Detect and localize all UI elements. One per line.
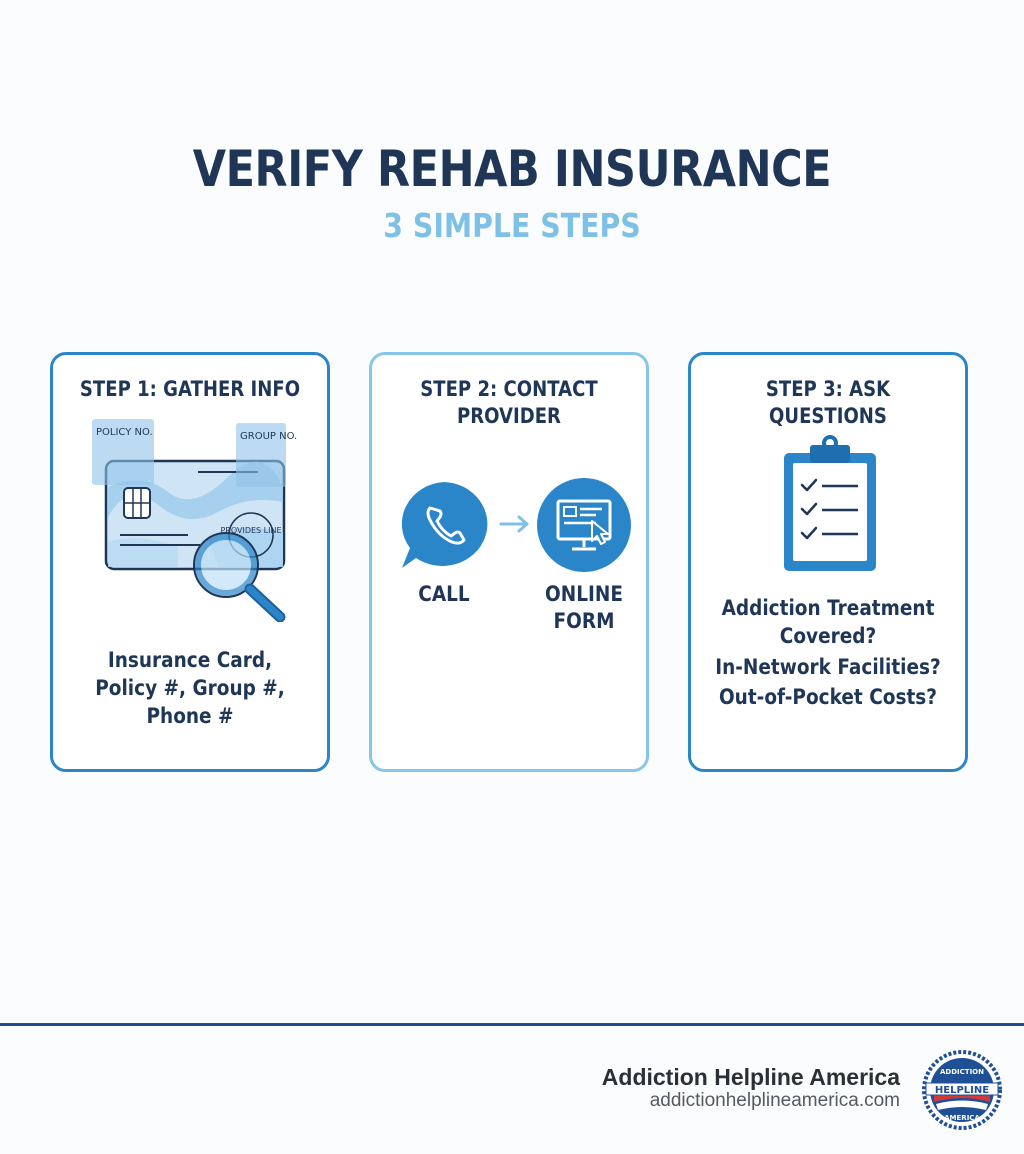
step-3-card: STEP 3: ASK QUESTIONS Addiction Treatmen… <box>688 352 968 772</box>
step-1-line-1: Insurance Card, <box>107 648 273 672</box>
seal-bottom-text: AMERICA <box>944 1114 980 1122</box>
computer-form-icon <box>537 478 631 572</box>
page-title: VERIFY REHAB INSURANCE <box>192 140 832 198</box>
arrow-right-icon <box>499 515 529 533</box>
insurance-card-icon: PROVIDES LINE POLICY NO. GROUP NO. <box>92 419 297 622</box>
policy-label: POLICY NO. <box>96 427 153 438</box>
brand-url[interactable]: addictionhelplineamerica.com <box>649 1090 900 1111</box>
step-3-line-1: Addiction Treatment <box>721 596 935 620</box>
step-3-line-4: Out-of-Pocket Costs? <box>718 685 938 709</box>
step-1-line-3: Phone # <box>146 704 234 728</box>
card-stamp-text: PROVIDES LINE <box>220 526 281 535</box>
step-2-card: STEP 2: CONTACT PROVIDER CALL ONLINE FOR… <box>369 352 649 772</box>
online-form-label-line-1: ONLINE <box>545 582 623 606</box>
step-2-title-line-1: STEP 2: CONTACT <box>420 377 598 401</box>
clipboard-checklist-icon <box>784 435 876 571</box>
step-3-title: STEP 3: ASK QUESTIONS <box>765 377 891 428</box>
call-label: CALL <box>418 582 470 606</box>
step-1-line-2: Policy #, Group #, <box>95 676 285 700</box>
phone-chat-icon <box>401 482 488 568</box>
helpline-seal-logo: HELPLINE ADDICTION AMERICA <box>922 1050 1002 1130</box>
seal-center-text: HELPLINE <box>935 1085 989 1096</box>
footer-divider <box>0 1023 1024 1026</box>
step-1-title: STEP 1: GATHER INFO <box>79 377 301 401</box>
brand-name: Addiction Helpline America <box>601 1064 900 1090</box>
online-form-label-line-2: FORM <box>553 609 615 633</box>
page-subtitle: 3 SIMPLE STEPS <box>383 206 641 245</box>
step-1-card: STEP 1: GATHER INFO PROVIDES LINE POLICY… <box>50 352 330 772</box>
step-3-line-3: In-Network Facilities? <box>715 655 941 679</box>
seal-top-text: ADDICTION <box>940 1068 984 1076</box>
group-label: GROUP NO. <box>240 431 297 442</box>
step-3-line-2: Covered? <box>779 624 877 648</box>
step-2-title-line-2: PROVIDER <box>457 404 561 428</box>
